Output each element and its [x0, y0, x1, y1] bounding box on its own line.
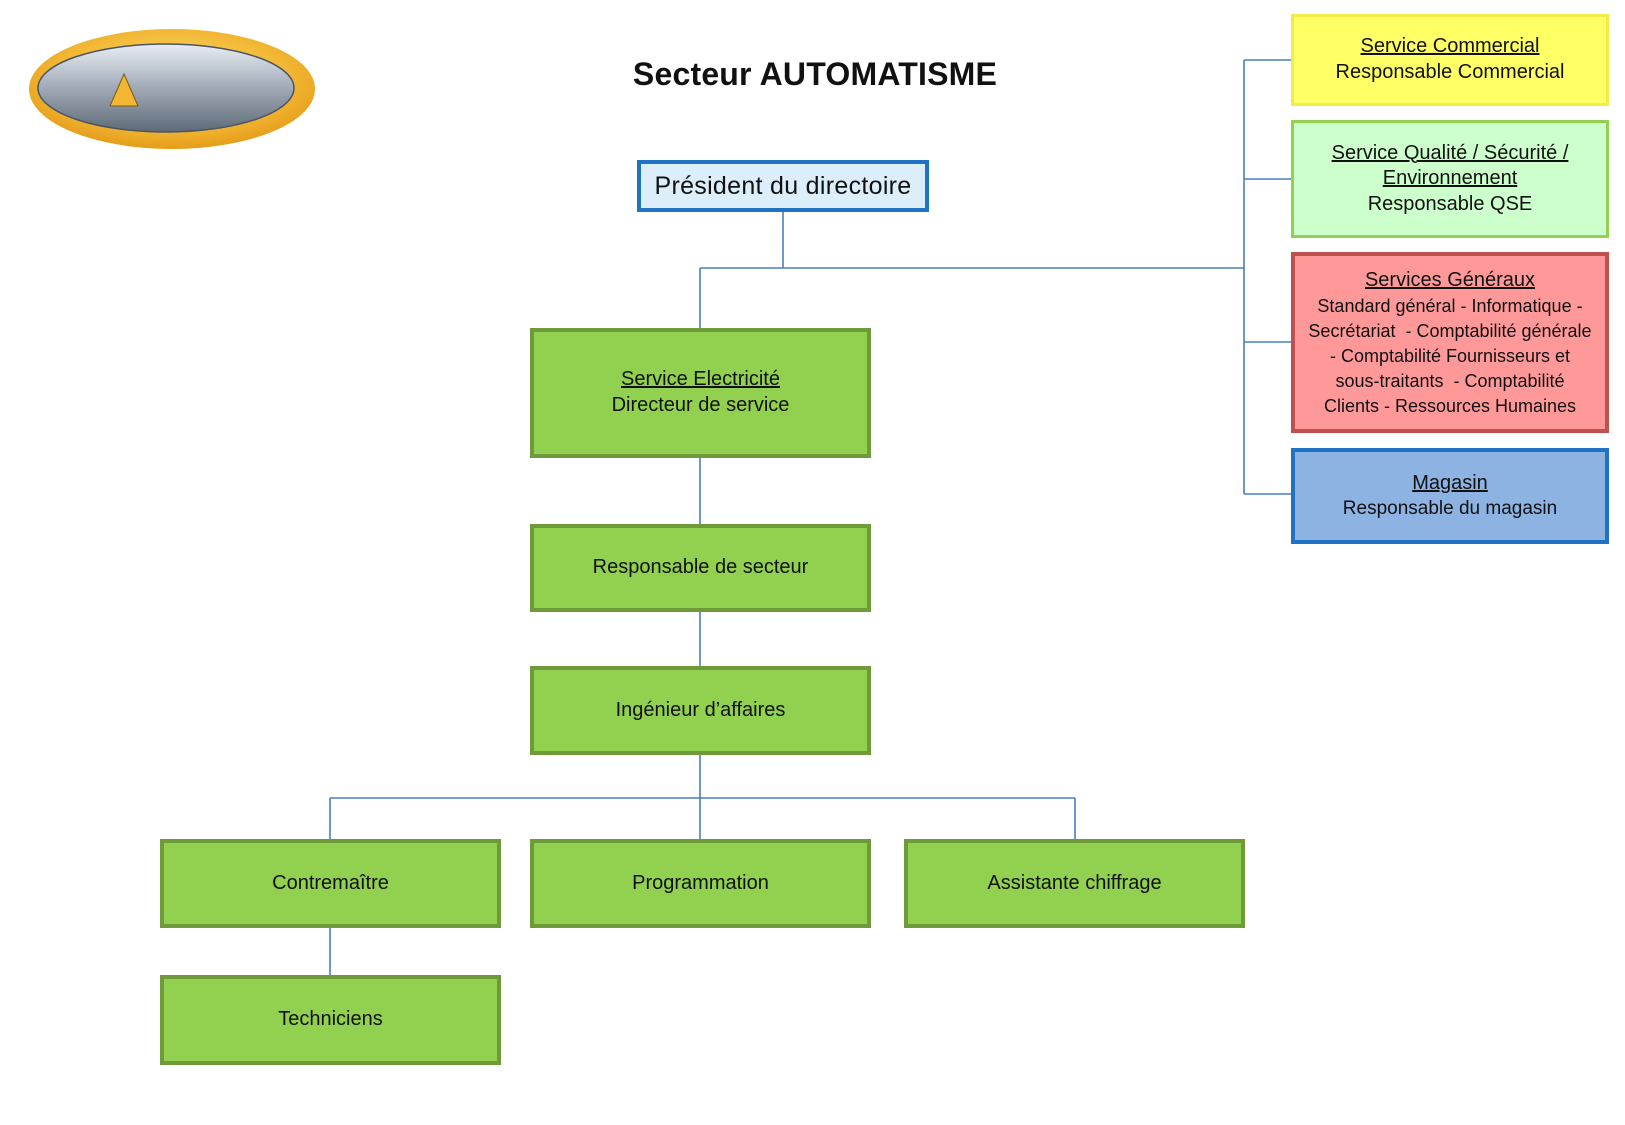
node-ingenieur-affaires: Ingénieur d’affaires: [530, 666, 871, 755]
node-president: Président du directoire: [637, 160, 929, 212]
node-magasin-heading: Magasin: [1412, 472, 1488, 495]
node-generaux-line-3: - Comptabilité Fournisseurs et: [1329, 345, 1571, 366]
node-commercial-role: Responsable Commercial: [1335, 61, 1565, 83]
node-president-label: Président du directoire: [654, 172, 912, 200]
node-techniciens: Techniciens: [160, 975, 501, 1065]
node-techniciens-label: Techniciens: [278, 1008, 383, 1031]
node-contremaitre-label: Contremaître: [272, 871, 389, 894]
node-qse-role: Responsable QSE: [1367, 192, 1533, 215]
logo-triangle-mark: [109, 72, 139, 107]
node-qse-heading-1: Service Qualité / Sécurité /: [1331, 141, 1569, 164]
node-generaux-line-1: Standard général - Informatique -: [1317, 295, 1583, 316]
node-services-generaux: Services Généraux Standard général - Inf…: [1291, 252, 1609, 433]
node-electricite-role: Directeur de service: [611, 394, 790, 416]
node-generaux-line-2: Secrétariat - Comptabilité générale: [1308, 320, 1592, 341]
node-responsable-secteur: Responsable de secteur: [530, 524, 871, 612]
node-electricite-heading: Service Electricité: [621, 368, 780, 391]
node-contremaitre: Contremaître: [160, 839, 501, 928]
node-service-qse: Service Qualité / Sécurité / Environneme…: [1291, 120, 1609, 238]
node-magasin-role: Responsable du magasin: [1342, 497, 1558, 519]
page-title: Secteur AUTOMATISME: [632, 56, 998, 92]
node-qse-heading-2: Environnement: [1382, 167, 1518, 190]
node-magasin: Magasin Responsable du magasin: [1291, 448, 1609, 544]
node-programmation-label: Programmation: [632, 871, 769, 894]
node-generaux-heading: Services Généraux: [1364, 268, 1536, 291]
node-generaux-line-5: Clients - Ressources Humaines: [1323, 396, 1577, 417]
node-programmation: Programmation: [530, 839, 871, 928]
node-responsable-secteur-label: Responsable de secteur: [592, 556, 809, 579]
node-service-commercial: Service Commercial Responsable Commercia…: [1291, 14, 1609, 106]
node-generaux-line-4: sous-traitants - Comptabilité: [1335, 371, 1565, 392]
node-assistante-label: Assistante chiffrage: [987, 871, 1162, 894]
logo-disc: [37, 43, 295, 133]
node-commercial-heading: Service Commercial: [1360, 35, 1540, 58]
gallier-logo: [29, 29, 315, 149]
node-assistante-chiffrage: Assistante chiffrage: [904, 839, 1245, 928]
node-ingenieur-label: Ingénieur d’affaires: [615, 698, 786, 721]
node-service-electricite: Service Electricité Directeur de service: [530, 328, 871, 458]
